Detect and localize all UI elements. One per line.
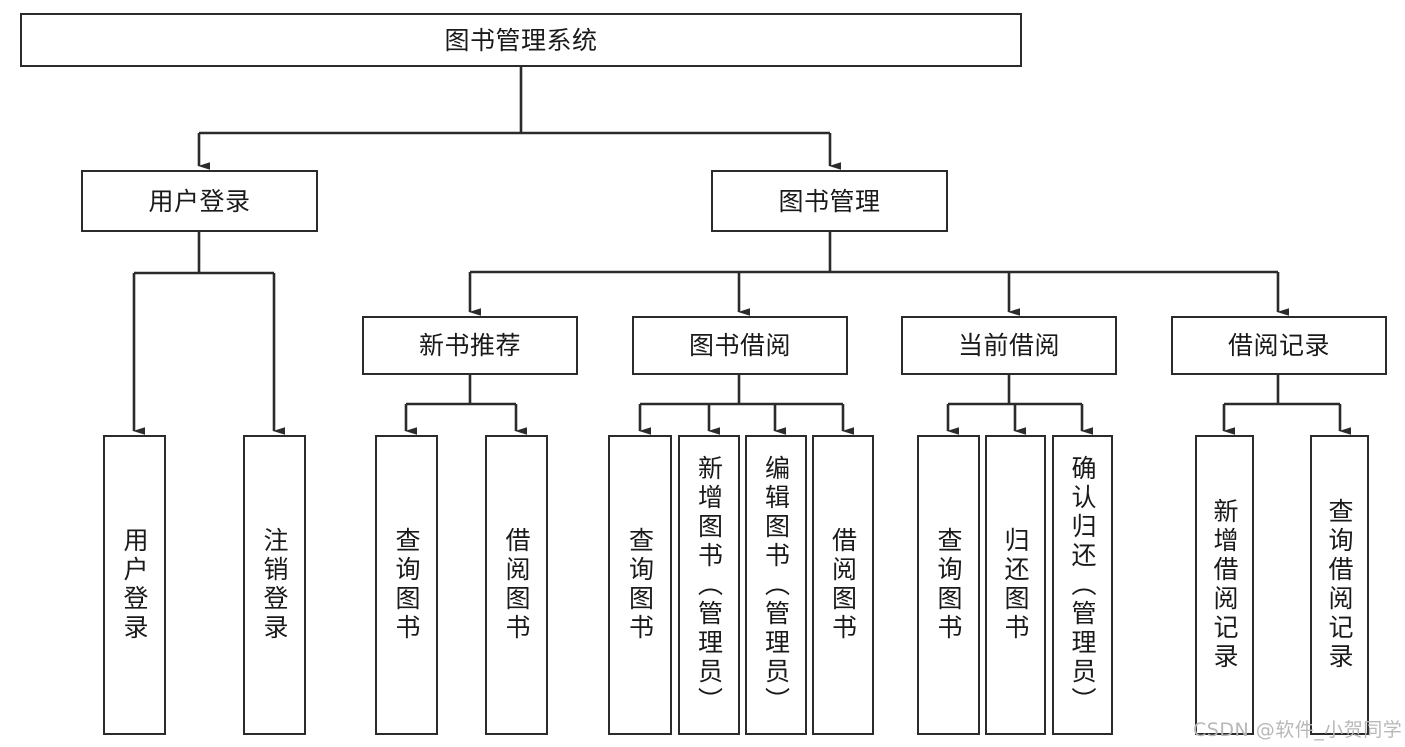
leaf-user-login[interactable]: 用户登录 xyxy=(103,435,166,735)
leaf-add-borrow-record[interactable]: 新增借阅记录 xyxy=(1195,435,1254,735)
leaf-query-book-1-label: 查询图书 xyxy=(392,527,421,643)
leaf-borrow-book-2-label: 借阅图书 xyxy=(828,527,858,643)
leaf-query-book-2[interactable]: 查询图书 xyxy=(608,435,672,735)
node-new-book-recommend[interactable]: 新书推荐 xyxy=(362,316,578,375)
node-book-borrow[interactable]: 图书借阅 xyxy=(632,316,848,375)
leaf-borrow-book-1[interactable]: 借阅图书 xyxy=(485,435,548,735)
leaf-add-book-label: 新增图书（管理员） xyxy=(694,454,724,716)
node-borrow-record[interactable]: 借阅记录 xyxy=(1171,316,1387,375)
leaf-query-book-1[interactable]: 查询图书 xyxy=(375,435,438,735)
node-book-borrow-label: 图书借阅 xyxy=(688,331,791,360)
leaf-edit-book[interactable]: 编辑图书（管理员） xyxy=(745,435,807,735)
leaf-add-borrow-record-label: 新增借阅记录 xyxy=(1210,498,1239,672)
node-user-login-label: 用户登录 xyxy=(148,186,251,216)
node-current-borrow[interactable]: 当前借阅 xyxy=(901,316,1117,375)
leaf-query-borrow-record[interactable]: 查询借阅记录 xyxy=(1310,435,1369,735)
leaf-return-book-label: 归还图书 xyxy=(1001,527,1030,643)
leaf-add-book[interactable]: 新增图书（管理员） xyxy=(678,435,740,735)
root-system[interactable]: 图书管理系统 xyxy=(20,13,1022,67)
leaf-query-borrow-record-label: 查询借阅记录 xyxy=(1325,498,1354,672)
leaf-user-login-label: 用户登录 xyxy=(120,527,149,643)
leaf-query-book-2-label: 查询图书 xyxy=(625,527,655,643)
node-current-borrow-label: 当前借阅 xyxy=(957,331,1060,360)
node-user-login[interactable]: 用户登录 xyxy=(81,170,318,232)
leaf-query-book-3-label: 查询图书 xyxy=(934,527,963,643)
leaf-confirm-return-label: 确认归还（管理员） xyxy=(1068,454,1097,716)
node-book-management-label: 图书管理 xyxy=(778,186,881,216)
leaf-confirm-return[interactable]: 确认归还（管理员） xyxy=(1052,435,1113,735)
leaf-edit-book-label: 编辑图书（管理员） xyxy=(761,454,791,716)
leaf-logout-login[interactable]: 注销登录 xyxy=(243,435,306,735)
csdn-watermark: CSDN @软件_小贺同学 xyxy=(1193,719,1403,741)
node-borrow-record-label: 借阅记录 xyxy=(1227,331,1330,360)
leaf-return-book[interactable]: 归还图书 xyxy=(985,435,1046,735)
root-system-label: 图书管理系统 xyxy=(444,25,598,55)
leaf-borrow-book-2[interactable]: 借阅图书 xyxy=(812,435,874,735)
node-book-management[interactable]: 图书管理 xyxy=(711,170,948,232)
leaf-logout-login-label: 注销登录 xyxy=(260,527,289,643)
leaf-borrow-book-1-label: 借阅图书 xyxy=(502,527,531,643)
node-new-book-recommend-label: 新书推荐 xyxy=(418,331,521,360)
leaf-query-book-3[interactable]: 查询图书 xyxy=(917,435,980,735)
